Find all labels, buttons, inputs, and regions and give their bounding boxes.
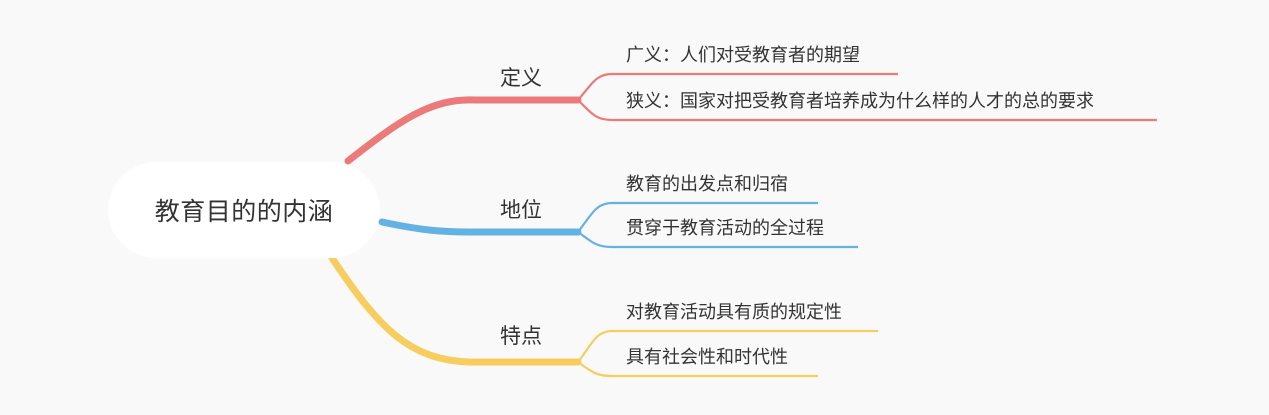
leaf-link-status-through (577, 231, 858, 249)
leaf-link-feature-quality (577, 329, 878, 363)
root-node[interactable]: 教育目的的内涵 (108, 162, 380, 258)
topic-feature[interactable]: 特点 (500, 324, 542, 348)
leaf-status-through[interactable]: 贯穿于教育活动的全过程 (626, 218, 824, 239)
topic-status[interactable]: 地位 (500, 198, 542, 222)
root-link-status (378, 218, 582, 236)
leaf-definition-narrow[interactable]: 狭义：国家对把受教育者培养成为什么样的人才的总的要求 (626, 91, 1094, 112)
root-link-definition (344, 96, 582, 165)
root-node-label: 教育目的的内涵 (154, 197, 334, 226)
leaf-status-origin[interactable]: 教育的出发点和归宿 (626, 174, 788, 195)
leaf-feature-quality[interactable]: 对教育活动具有质的规定性 (626, 302, 842, 323)
leaf-feature-social[interactable]: 具有社会性和时代性 (626, 347, 788, 368)
leaf-link-status-origin (577, 201, 818, 233)
leaf-link-definition-broad (577, 72, 898, 101)
topic-definition[interactable]: 定义 (500, 66, 542, 90)
root-link-feature (328, 254, 582, 366)
leaf-link-definition-narrow (577, 99, 1157, 122)
leaf-link-feature-social (577, 361, 818, 378)
leaf-definition-broad[interactable]: 广义：人们对受教育者的期望 (626, 45, 860, 66)
